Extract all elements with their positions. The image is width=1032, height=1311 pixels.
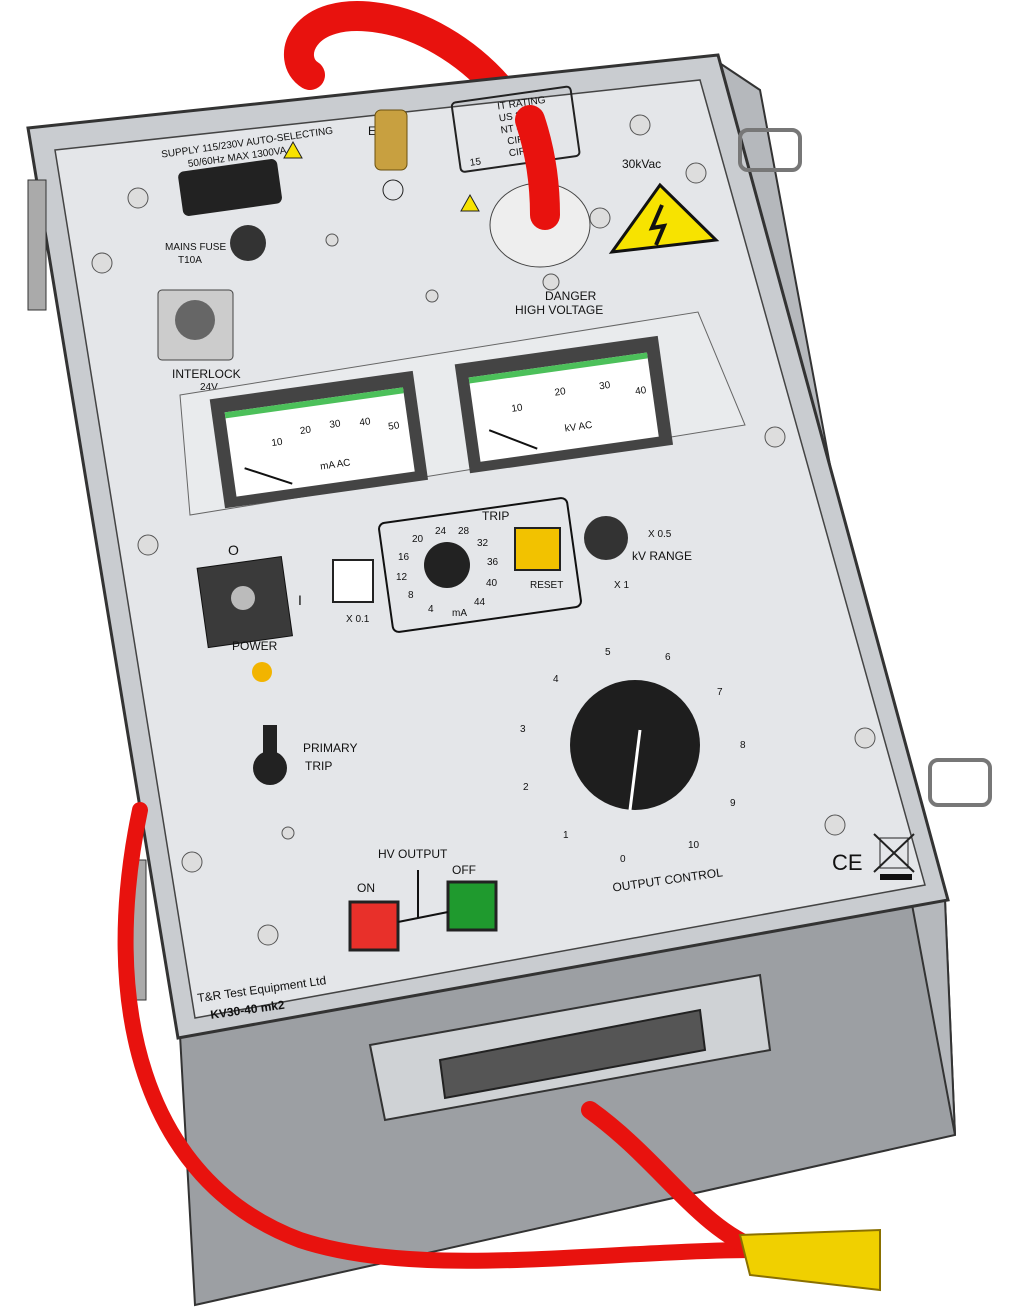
trip-title: TRIP bbox=[482, 509, 509, 523]
primary-trip-label: PRIMARY bbox=[303, 741, 357, 755]
meter-tick: 30 bbox=[598, 380, 611, 393]
trip-scale-mark: 16 bbox=[398, 552, 410, 563]
on-label: ON bbox=[357, 881, 375, 895]
trip-scale-mark: 44 bbox=[474, 597, 486, 608]
kv-range-half: X 0.5 bbox=[648, 529, 672, 540]
earth-symbol-icon bbox=[382, 179, 404, 201]
earth-label: E bbox=[368, 124, 376, 138]
panel-screws bbox=[91, 114, 876, 946]
output-control-scale: 0 1 2 3 4 5 6 7 8 9 10 bbox=[520, 647, 746, 865]
x01-label: X 0.1 bbox=[346, 614, 370, 625]
kv-meter-unit: kV AC bbox=[564, 420, 593, 435]
meter-tick: 20 bbox=[299, 425, 312, 438]
trip-scale-mark: 28 bbox=[458, 526, 470, 537]
interlock-socket bbox=[175, 300, 215, 340]
latch bbox=[928, 758, 992, 807]
earth-terminal[interactable] bbox=[374, 109, 408, 171]
return-lead bbox=[581, 1101, 769, 1259]
ma-meter-unit: mA AC bbox=[319, 457, 351, 472]
meter-tick: 40 bbox=[359, 416, 372, 429]
lightning-bolt-icon bbox=[648, 204, 668, 246]
carry-handle bbox=[368, 973, 772, 1122]
hv-off-button[interactable] bbox=[446, 880, 498, 932]
output-scale-mark: 8 bbox=[740, 740, 746, 751]
output-scale-mark: 5 bbox=[605, 647, 611, 658]
warning-icon bbox=[460, 193, 480, 212]
weee-bin-icon bbox=[873, 833, 915, 880]
key-icon bbox=[231, 586, 255, 610]
reset-button[interactable] bbox=[514, 527, 561, 571]
kv-range-one: X 1 bbox=[614, 580, 629, 591]
interlock-label: INTERLOCK bbox=[172, 367, 241, 381]
hv-rating-label: 30kVac bbox=[622, 157, 661, 171]
power-label: POWER bbox=[232, 639, 278, 653]
kv-meter: 10 20 30 40 kV AC bbox=[454, 335, 674, 474]
kv-range-selector[interactable] bbox=[584, 516, 628, 560]
power-indicator-lamp bbox=[252, 662, 272, 682]
output-scale-mark: 2 bbox=[523, 782, 529, 793]
interlock-voltage: 24V bbox=[200, 382, 218, 393]
meter-needle bbox=[244, 467, 293, 485]
trip-scale-mark: 24 bbox=[435, 526, 447, 537]
meter-tick: 30 bbox=[329, 418, 342, 431]
knob-pointer bbox=[628, 729, 642, 811]
primary-trip-label-2: TRIP bbox=[305, 759, 332, 773]
output-scale-mark: 3 bbox=[520, 724, 526, 735]
hv-on-button[interactable] bbox=[348, 900, 400, 952]
mains-fuse-label: MAINS FUSE bbox=[165, 242, 226, 253]
trip-unit: mA bbox=[452, 608, 467, 619]
trip-scale-mark: 20 bbox=[412, 534, 424, 545]
warning-icon bbox=[283, 140, 303, 159]
hv-cable-entry bbox=[515, 105, 560, 230]
kv-range-label: kV RANGE bbox=[632, 549, 692, 563]
meter-tick: 40 bbox=[635, 385, 648, 398]
meter-tick: 20 bbox=[554, 386, 567, 399]
hv-output-label: HV OUTPUT bbox=[378, 847, 448, 861]
off-label: OFF bbox=[452, 863, 476, 877]
output-scale-mark: 9 bbox=[730, 798, 736, 809]
rating-line: 15 bbox=[469, 156, 482, 169]
breaker-toggle bbox=[263, 725, 277, 765]
meter-tick: 10 bbox=[511, 402, 524, 415]
x01-button[interactable] bbox=[332, 559, 374, 603]
meter-tick: 10 bbox=[271, 437, 284, 450]
high-voltage-warning-icon bbox=[608, 182, 720, 254]
trip-scale-mark: 4 bbox=[428, 604, 434, 615]
trip-scale-mark: 32 bbox=[477, 538, 489, 549]
output-scale-mark: 0 bbox=[620, 854, 626, 865]
power-on-symbol: I bbox=[298, 592, 302, 608]
output-scale-mark: 10 bbox=[688, 840, 700, 851]
primary-trip-breaker[interactable] bbox=[253, 751, 287, 785]
output-control-knob[interactable] bbox=[570, 680, 700, 810]
reset-label: RESET bbox=[530, 580, 563, 591]
high-voltage-label: HIGH VOLTAGE bbox=[515, 303, 603, 317]
latch bbox=[738, 128, 802, 172]
ce-mark: CE bbox=[832, 850, 863, 875]
trip-setting-knob[interactable] bbox=[424, 542, 470, 588]
connector-lines bbox=[397, 870, 449, 923]
power-off-symbol: O bbox=[228, 542, 239, 558]
trip-scale: 4 8 12 16 20 24 28 32 36 40 44 bbox=[396, 526, 499, 615]
mains-fuse-rating: T10A bbox=[178, 255, 202, 266]
meter-needle bbox=[488, 429, 538, 450]
danger-label: DANGER bbox=[545, 289, 597, 303]
hinge bbox=[27, 179, 47, 311]
output-scale-mark: 6 bbox=[665, 652, 671, 663]
trip-scale-mark: 36 bbox=[487, 557, 499, 568]
trip-scale-mark: 40 bbox=[486, 578, 498, 589]
crocodile-clip[interactable] bbox=[738, 1228, 881, 1292]
trip-scale-mark: 8 bbox=[408, 590, 414, 601]
trip-scale-mark: 12 bbox=[396, 572, 408, 583]
hv-test-lead bbox=[117, 802, 768, 1269]
mains-inlet[interactable] bbox=[177, 158, 282, 216]
output-scale-mark: 4 bbox=[553, 674, 559, 685]
meter-tick: 50 bbox=[388, 420, 401, 433]
trip-panel bbox=[378, 497, 582, 633]
mains-fuse-holder[interactable] bbox=[230, 225, 266, 261]
output-scale-mark: 1 bbox=[563, 830, 569, 841]
ma-meter: 10 20 30 40 50 mA AC bbox=[209, 370, 429, 509]
output-scale-mark: 7 bbox=[717, 687, 723, 698]
